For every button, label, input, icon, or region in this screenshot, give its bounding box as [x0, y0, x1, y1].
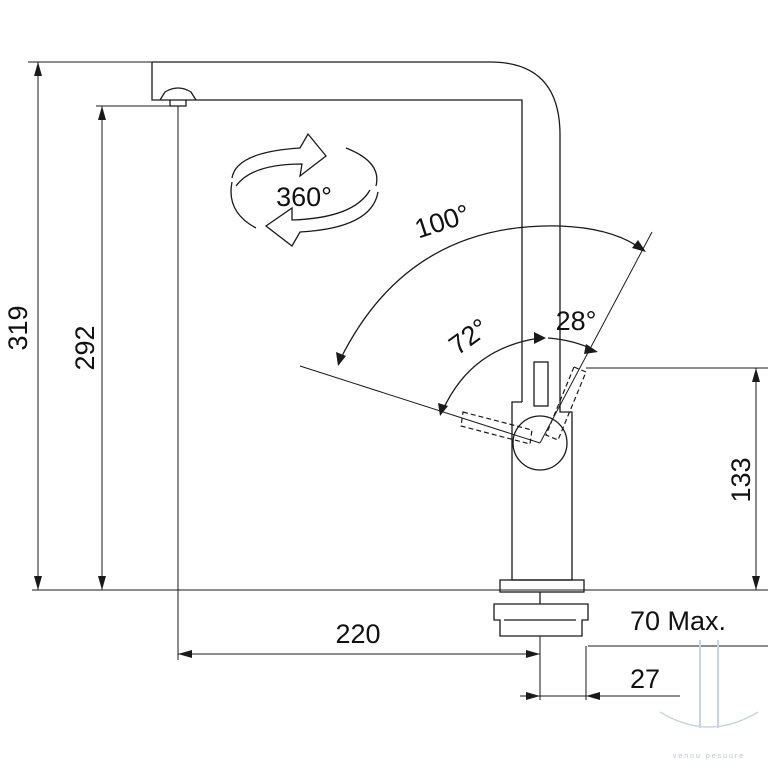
dim-hole-diameter: 27 — [630, 664, 660, 694]
angle-lever-range: 100° — [411, 199, 473, 245]
swivel-arrows-icon — [230, 132, 379, 247]
angle-lever-forward: 72° — [443, 313, 494, 361]
faucet-body — [511, 362, 573, 581]
lever-vertical — [533, 361, 549, 407]
dim-spout-height: 292 — [70, 325, 100, 370]
fixing-nut — [493, 603, 589, 637]
angle-swivel: 360° — [276, 182, 332, 212]
watermark-text: vennu pesuure — [673, 753, 745, 760]
faucet-outline — [32, 61, 768, 660]
dim-overall-height: 319 — [3, 305, 33, 350]
dimension-lines — [28, 61, 768, 700]
watermark-logo: vennu pesuure — [659, 640, 759, 760]
angle-arcs — [299, 225, 653, 444]
angle-lever-back: 28° — [556, 306, 597, 336]
spout — [151, 61, 561, 402]
lever-position-forward — [460, 411, 533, 445]
dim-reach: 220 — [335, 619, 380, 649]
base-flange — [499, 579, 585, 593]
lever-hub — [512, 415, 568, 471]
aerator — [159, 87, 197, 107]
dim-max-deck: 70 Max. — [630, 606, 726, 636]
lever-position-back — [545, 366, 587, 441]
dim-lever-height: 133 — [726, 457, 756, 502]
